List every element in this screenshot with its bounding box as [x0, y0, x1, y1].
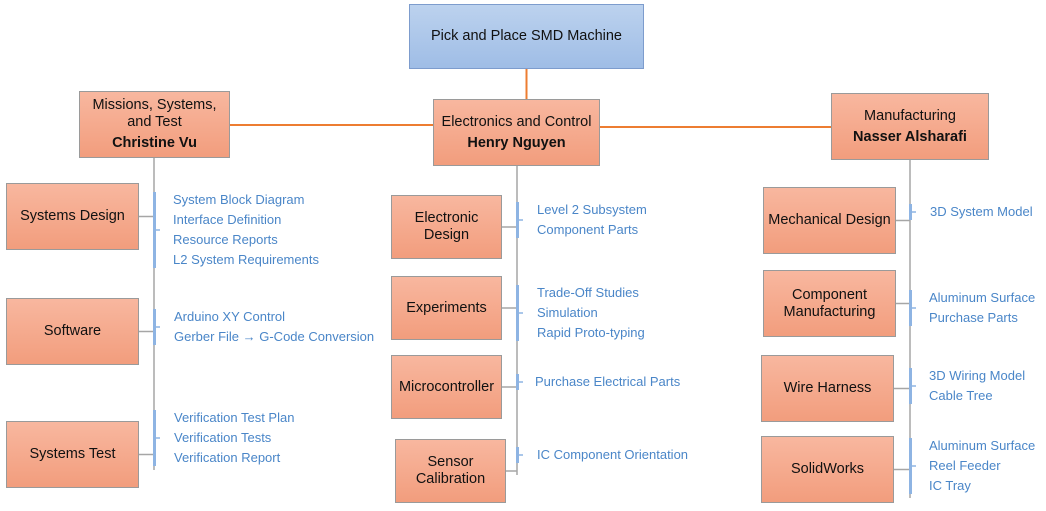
branch-lead-name: Nasser Alsharafi	[853, 128, 967, 145]
task-item: IC Component Orientation	[537, 447, 689, 462]
subteam-title: Experiments	[406, 299, 487, 316]
subteam-title: Microcontroller	[398, 378, 495, 395]
task-item: Trade-Off Studies	[537, 285, 639, 300]
task-item: 3D Wiring Model	[929, 368, 1026, 383]
task-item: Component Parts	[537, 222, 639, 237]
task-list-microcontroller: Purchase Electrical Parts	[535, 372, 680, 392]
subteam-node-systems-design: Systems Design	[6, 183, 139, 250]
subteam-node-wire-harness: Wire Harness	[761, 355, 894, 422]
task-item: Resource Reports	[173, 232, 278, 247]
task-list-sensor-calibration: IC Component Orientation	[537, 445, 688, 465]
task-item: Verification Report	[174, 450, 281, 465]
subteam-node-sensor-calibration: Sensor Calibration	[395, 439, 506, 503]
subteam-node-electronic-design: Electronic Design	[391, 195, 502, 259]
subteam-node-software: Software	[6, 298, 139, 365]
task-item: Aluminum Surface	[929, 290, 1036, 305]
task-list-mechanical-design: 3D System Model	[930, 202, 1033, 222]
subteam-title: Systems Design	[20, 208, 125, 224]
task-item: L2 System Requirements	[173, 252, 319, 267]
subteam-title: Mechanical Design	[768, 212, 891, 228]
task-item: Reel Feeder	[929, 458, 1001, 473]
branch-lead-name: Christine Vu	[112, 135, 197, 151]
subteam-node-systems-test: Systems Test	[6, 421, 139, 488]
branch-title: Missions, Systems, and Test	[92, 97, 217, 130]
root-node-title: Pick and Place SMD Machine	[431, 28, 622, 44]
task-item: Aluminum Surface	[929, 438, 1036, 453]
branch-title: Electronics and Control	[441, 113, 592, 130]
task-item: Rapid Proto-typing	[537, 325, 645, 340]
task-item: Cable Tree	[929, 388, 993, 403]
subteam-node-mechanical-design: Mechanical Design	[763, 187, 896, 254]
task-item: System Block Diagram	[173, 192, 305, 207]
branch-title: Manufacturing	[864, 107, 956, 124]
subteam-title: SolidWorks	[790, 461, 865, 477]
root-node: Pick and Place SMD Machine	[409, 4, 644, 69]
task-item: Purchase Electrical Parts	[535, 374, 681, 389]
task-item: Arduino XY Control	[174, 309, 286, 324]
subteam-title: Electronic Design	[414, 210, 479, 243]
subteam-title: Sensor Calibration	[415, 454, 486, 487]
task-item: Interface Definition	[173, 212, 282, 227]
task-item: 3D System Model	[930, 204, 1033, 219]
subteam-title: Software	[43, 323, 102, 339]
subteam-node-microcontroller: Microcontroller	[391, 355, 502, 419]
subteam-title: Systems Test	[29, 446, 116, 462]
subteam-title: Wire Harness	[783, 380, 872, 396]
task-item: Level 2 Subsystem	[537, 202, 647, 217]
task-item: Gerber File → G-Code Conversion	[174, 329, 375, 344]
subteam-node-experiments: Experiments	[391, 276, 502, 340]
task-item: IC Tray	[929, 478, 971, 493]
subteam-title: Component Manufacturing	[783, 286, 876, 320]
task-item: Verification Test Plan	[174, 410, 295, 425]
subteam-node-component-manufacturing: Component Manufacturing	[763, 270, 896, 337]
task-item: Purchase Parts	[929, 310, 1018, 325]
subteam-node-solidworks: SolidWorks	[761, 436, 894, 503]
task-item: Verification Tests	[174, 430, 272, 445]
branch-lead-name: Henry Nguyen	[467, 134, 566, 151]
task-item: Simulation	[537, 305, 598, 320]
